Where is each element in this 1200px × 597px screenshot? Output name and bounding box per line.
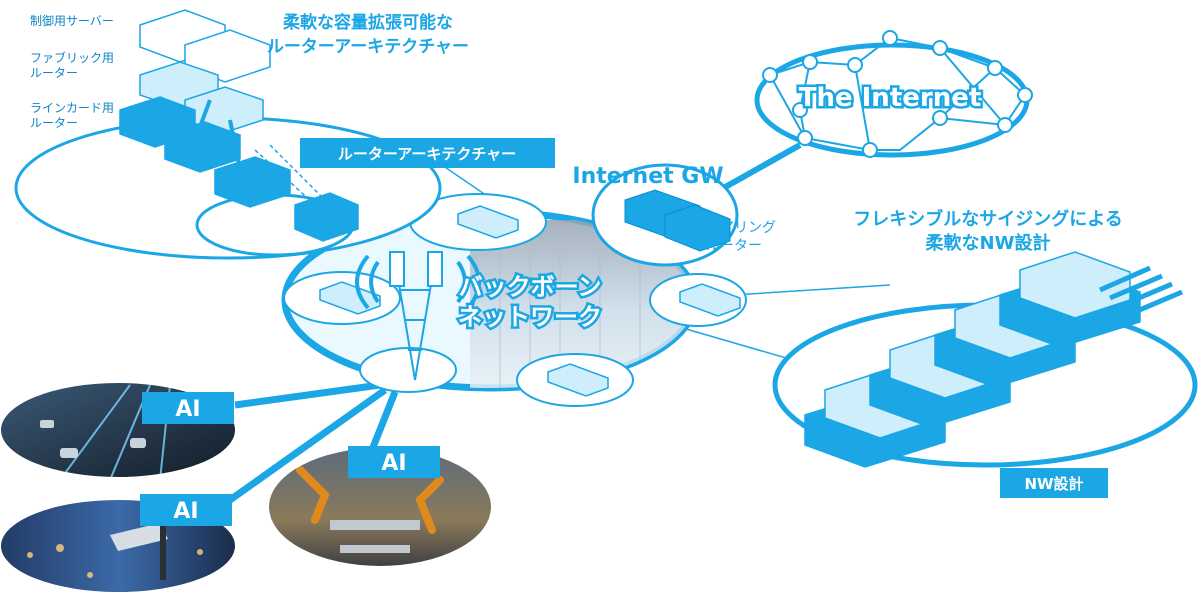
svg-text:ルーターアーキテクチャー: ルーターアーキテクチャー xyxy=(338,145,516,163)
text-line: ファブリック用 xyxy=(30,50,114,65)
text-line: ピアリング xyxy=(706,220,776,236)
internet-gw-area: Internet GW ピアリングルーター xyxy=(572,163,776,267)
internet-nodes xyxy=(762,30,1033,158)
nw-stripes-icon xyxy=(1098,265,1183,317)
label-control-server: 制御用サーバー xyxy=(30,13,114,28)
svg-text:AI: AI xyxy=(173,499,198,524)
internet-title: The Internet xyxy=(799,83,982,113)
text-line: バックボーン xyxy=(459,273,602,301)
svg-text:AI: AI xyxy=(175,397,200,422)
text-line: ルーター xyxy=(30,116,78,130)
text-line: フレキシブルなサイジングによる xyxy=(853,208,1122,230)
text-line: ネットワーク xyxy=(458,303,602,331)
nw-design-area: フレキシブルなサイジングによる柔軟なNW設計 NW設計 xyxy=(772,208,1198,498)
text-line: 柔軟な容量拡張可能な xyxy=(283,12,453,33)
router-architecture-area: 柔軟な容量拡張可能なルーターアーキテクチャー 制御用サーバー ファブリック用ルー… xyxy=(14,9,555,260)
internet-gw-label: Internet GW xyxy=(572,164,723,189)
text-line: ルーター xyxy=(30,66,78,80)
nw-router-blocks xyxy=(804,251,1141,468)
text-line: ルーターアーキテクチャー xyxy=(267,37,469,57)
text-line: 制御用サーバー xyxy=(30,13,114,28)
ai-highway-photo xyxy=(0,381,237,479)
label-linecard-router: ラインカード用ルーター xyxy=(30,101,114,130)
peering-router-label: ピアリングルーター xyxy=(706,220,776,254)
router-stack-icons xyxy=(119,9,359,242)
ai-badge-factory: AI xyxy=(348,446,440,478)
svg-text:NW設計: NW設計 xyxy=(1024,475,1083,493)
router-arch-banner: ルーターアーキテクチャー xyxy=(300,138,555,168)
text-line: ラインカード用 xyxy=(30,101,114,115)
backbone-label: バックボーンネットワーク xyxy=(458,273,602,331)
ai-security-camera-photo xyxy=(0,498,237,594)
svg-text:AI: AI xyxy=(381,451,406,476)
nw-design-banner: NW設計 xyxy=(1000,468,1108,498)
text-line: 柔軟なNW設計 xyxy=(926,232,1051,254)
ai-badge-highway: AI xyxy=(142,392,234,424)
text-line: ルーター xyxy=(706,238,762,254)
router-arch-title: 柔軟な容量拡張可能なルーターアーキテクチャー xyxy=(267,12,469,57)
label-fabric-router: ファブリック用ルーター xyxy=(30,50,114,80)
nw-design-title: フレキシブルなサイジングによる柔軟なNW設計 xyxy=(853,208,1122,254)
antenna-tower-icon xyxy=(355,251,481,381)
ai-badge-camera: AI xyxy=(140,494,232,526)
internet-area: The Internet xyxy=(754,30,1033,158)
